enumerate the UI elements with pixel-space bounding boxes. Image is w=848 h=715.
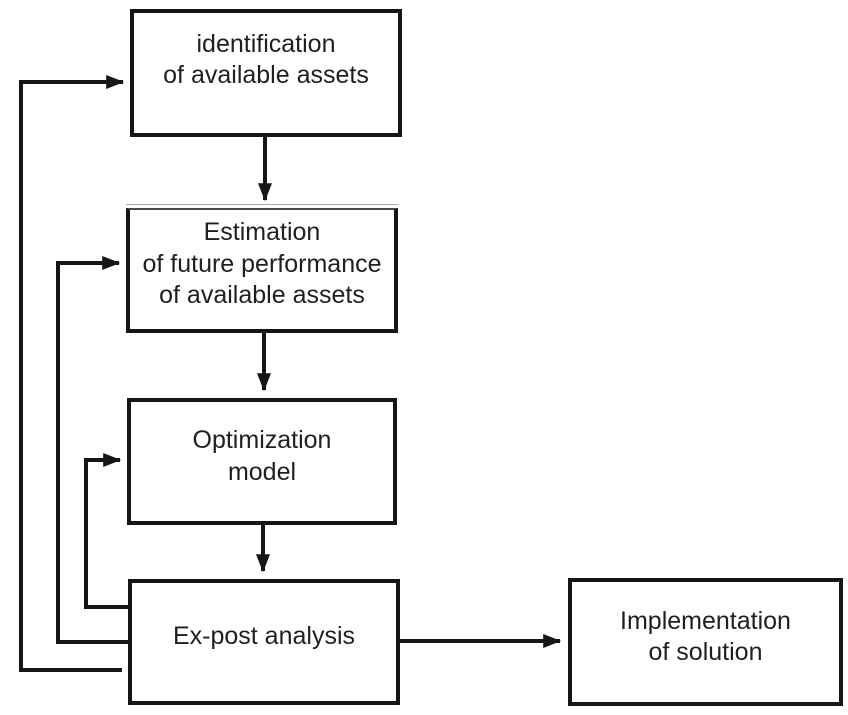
node-optimization: Optimization model — [127, 398, 397, 525]
node-implementation: Implementation of solution — [568, 578, 843, 706]
edge-feedback-expost-to-optimization — [84, 453, 128, 609]
edge-feedback-expost-to-identification — [19, 75, 125, 672]
node-identification: identification of available assets — [130, 9, 402, 137]
node-optimization-label: Optimization model — [192, 426, 332, 486]
node-expost: Ex-post analysis — [128, 579, 400, 705]
node-estimation: Estimation of future performance of avai… — [126, 204, 398, 333]
node-expost-label: Ex-post analysis — [172, 622, 356, 651]
edge-feedback-expost-to-estimation — [56, 256, 128, 644]
node-identification-label: identification of available assets — [163, 29, 369, 90]
node-estimation-label: Estimation of future performance of avai… — [142, 218, 382, 310]
node-implementation-label: Implementation of solution — [620, 606, 791, 667]
